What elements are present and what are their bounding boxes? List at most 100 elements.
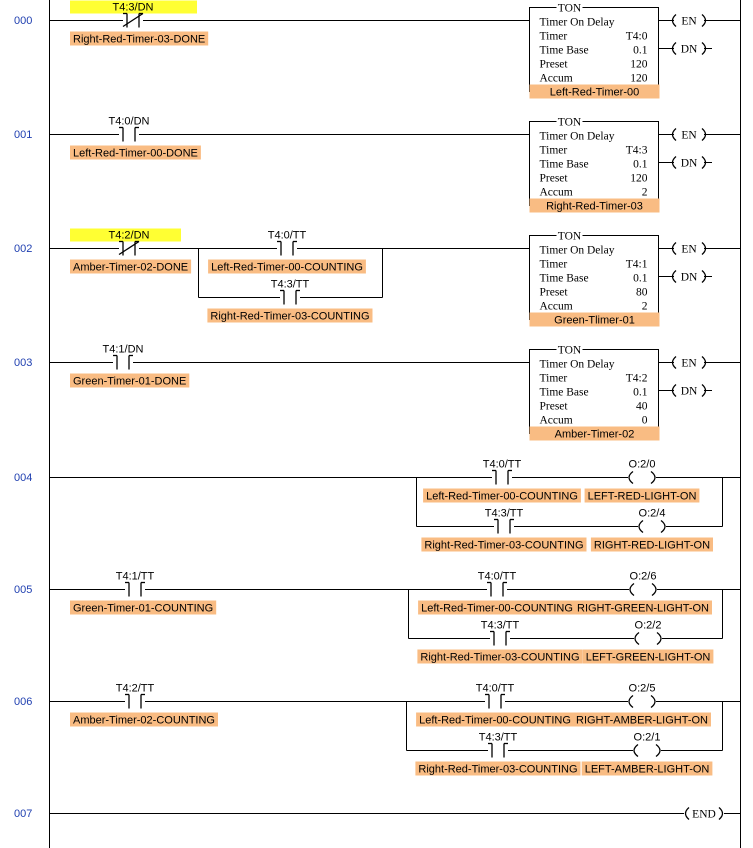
coil-right-arc: [650, 470, 656, 485]
coil-right-arc: [660, 519, 666, 534]
ton-time_base-value: 0.1: [633, 273, 648, 285]
contact-slash: [122, 12, 144, 28]
branch-contact-tag: Left-Red-Timer-00-COUNTING: [211, 262, 363, 274]
ton-time_base-value: 0.1: [633, 45, 648, 57]
en-coil-label: EN: [681, 244, 697, 256]
ton-header: Timer On Delay: [540, 245, 615, 257]
rung-006: 006T4:2/TTAmber-Timer-02-COUNTINGT4:0/TT…: [14, 683, 741, 776]
output-coil[interactable]: [628, 694, 656, 709]
coil-left-arc: [633, 743, 639, 758]
tag-background: [590, 537, 713, 552]
output-xic-contact[interactable]: [487, 581, 507, 597]
title-gap: [556, 5, 583, 10]
coil-tag: LEFT-RED-LIGHT-ON: [588, 491, 697, 503]
coil-address: O:2/6: [630, 571, 657, 583]
output-coil[interactable]: [638, 519, 666, 534]
end-left-arc: [684, 807, 690, 820]
coil-address: O:2/5: [629, 683, 656, 695]
ton-accum-label: Accum: [540, 415, 573, 427]
coil-tag-group: RIGHT-GREEN-LIGHT-ON: [574, 600, 712, 615]
output-contact-tag: Right-Red-Timer-03-COUNTING: [420, 652, 579, 664]
tag-background: [70, 145, 201, 160]
rung-number: 001: [14, 129, 32, 141]
ton-accum-value: 2: [642, 301, 648, 313]
xio-contact[interactable]: [118, 240, 140, 256]
ton-box: [529, 235, 659, 320]
coil-left-arc: [629, 582, 635, 597]
output-contact-address: T4:0/TT: [476, 683, 515, 695]
output-contact-tag-group: Left-Red-Timer-00-COUNTING: [418, 600, 576, 615]
ton-accum-value: 2: [642, 187, 648, 199]
output-xic-contact[interactable]: [492, 469, 512, 485]
output-contact-tag: Left-Red-Timer-00-COUNTING: [426, 491, 578, 503]
ton-preset-label: Preset: [540, 173, 569, 185]
timer-tag-group: Right-Red-Timer-03: [529, 198, 660, 213]
dn-coil-label: DN: [681, 158, 698, 170]
coil-right-arc: [655, 743, 661, 758]
rung-number: 007: [14, 808, 32, 820]
tag-background: [70, 600, 217, 615]
coil-left-arc: [671, 270, 677, 283]
tag-background: [584, 488, 700, 503]
branch-contact-address: T4:3/TT: [271, 279, 310, 291]
output-xic-contact[interactable]: [485, 693, 505, 709]
dn-coil-label: DN: [681, 44, 698, 56]
ton-accum-value: 120: [630, 73, 648, 85]
xic-contact[interactable]: [119, 126, 139, 142]
tag-background: [207, 308, 373, 323]
en-coil: EN: [671, 356, 707, 370]
output-coil[interactable]: [633, 743, 661, 758]
ton-time_base-label: Time Base: [540, 45, 589, 57]
contact-address: T4:1/TT: [116, 571, 155, 583]
output-xic-contact[interactable]: [494, 518, 514, 534]
coil-address: O:2/0: [629, 459, 656, 471]
xio-contact[interactable]: [122, 12, 144, 28]
coil-left-arc: [671, 128, 677, 141]
en-coil: EN: [671, 128, 707, 142]
output-xic-contact[interactable]: [490, 630, 510, 646]
output-contact-tag: Left-Red-Timer-00-COUNTING: [419, 715, 571, 727]
contact-address: T4:2/TT: [116, 683, 155, 695]
timer-tag: Green-Tlimer-01: [554, 315, 635, 327]
timer-tag-group: Amber-Timer-02: [529, 426, 660, 441]
output-xic-contact[interactable]: [488, 742, 508, 758]
rung-number: 000: [14, 15, 32, 27]
output-coil[interactable]: [629, 582, 657, 597]
coil-address: O:2/2: [635, 620, 662, 632]
output-contact-address: T4:3/TT: [481, 620, 520, 632]
coil-left-arc: [628, 470, 634, 485]
xic-contact[interactable]: [125, 693, 145, 709]
output-contact-address: T4:0/TT: [483, 459, 522, 471]
ton-title: TON: [558, 117, 582, 129]
coil-left-arc: [638, 519, 644, 534]
output-contact-tag-group: Left-Red-Timer-00-COUNTING: [416, 712, 574, 727]
output-coil[interactable]: [634, 631, 662, 646]
xic-contact[interactable]: [113, 354, 133, 370]
tag-background: [529, 84, 660, 99]
coil-left-arc: [634, 631, 640, 646]
coil-right-arc: [656, 631, 662, 646]
ton-time_base-label: Time Base: [540, 159, 589, 171]
contact-address: T4:0/DN: [109, 116, 150, 128]
tag-background: [529, 312, 660, 327]
ton-box: [529, 7, 659, 92]
coil-left-arc: [671, 242, 677, 255]
xic-contact[interactable]: [125, 581, 145, 597]
tag-background: [70, 259, 192, 274]
output-coil[interactable]: [628, 470, 656, 485]
ton-preset-value: 40: [636, 401, 648, 413]
output-contact-tag-group: Left-Red-Timer-00-COUNTING: [423, 488, 581, 503]
tag-background: [70, 373, 190, 388]
branch-xic-contact[interactable]: [277, 240, 297, 256]
ton-timer-value: T4:1: [626, 259, 648, 271]
branch-xic-contact[interactable]: [280, 289, 300, 305]
ton-accum-label: Accum: [540, 187, 573, 199]
coil-tag: RIGHT-AMBER-LIGHT-ON: [576, 715, 708, 727]
coil-address: O:2/4: [639, 508, 666, 520]
